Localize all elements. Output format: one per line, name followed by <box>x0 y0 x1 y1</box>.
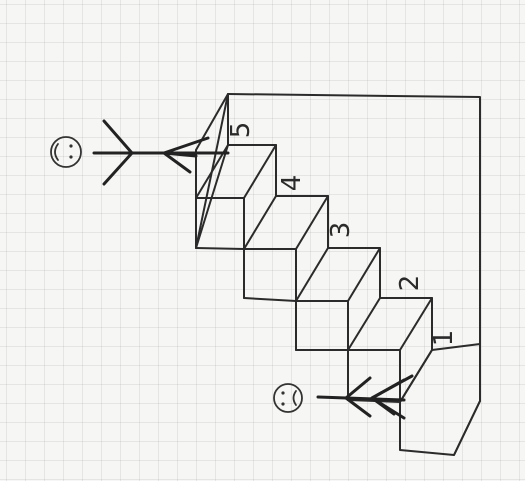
bottom-stick-figure <box>318 376 412 418</box>
step-label-2: 2 <box>395 275 425 292</box>
smiley-face-icon <box>51 137 81 167</box>
step-label-1: 1 <box>429 330 459 347</box>
back-wall-outline <box>228 94 480 344</box>
step-label-3: 3 <box>326 222 356 239</box>
step-2 <box>296 248 432 350</box>
step-5 <box>196 94 276 248</box>
step-1 <box>348 298 480 455</box>
step-label-5: 5 <box>226 122 256 139</box>
step-label-4: 4 <box>277 175 307 192</box>
sad-face-icon <box>274 384 302 412</box>
